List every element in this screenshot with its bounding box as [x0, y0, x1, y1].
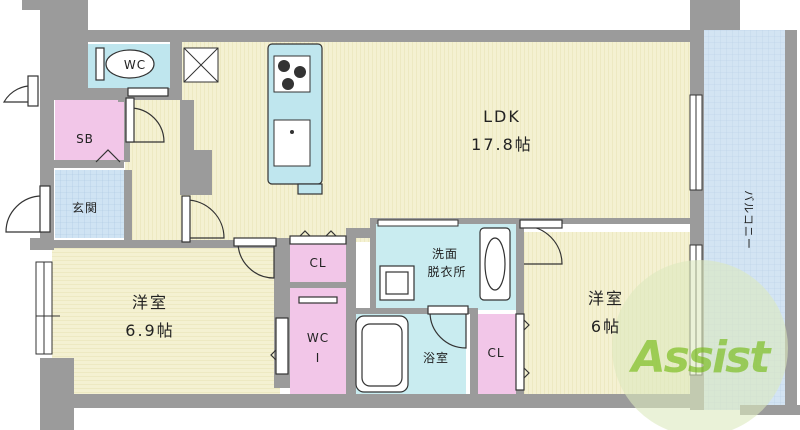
- bathtub-icon: [355, 315, 409, 393]
- bath-label: 浴室: [423, 350, 449, 365]
- cl-right-floor: [478, 314, 516, 396]
- western-room-2-label: 洋室: [588, 289, 624, 308]
- ldk-size: 17.8帖: [471, 135, 533, 154]
- svg-text:Assist: Assist: [629, 332, 773, 383]
- ldk-floor: [180, 42, 695, 222]
- western-room-1-label: 洋室: [132, 293, 168, 312]
- kitchen-counter: [267, 43, 323, 195]
- toilet-top-icon: [95, 47, 155, 81]
- wc-mid-sub: I: [316, 351, 321, 365]
- western-room-2-size: 6帖: [591, 317, 621, 336]
- washroom-shelf-icon: [377, 219, 459, 227]
- cl-top-floor: [290, 244, 346, 282]
- entrance-floor: [55, 170, 125, 238]
- western-room-1-floor: [52, 248, 280, 394]
- washroom-label-1: 洗面: [432, 247, 458, 261]
- sb-label: SB: [76, 132, 94, 146]
- wc-top-label: WC: [124, 58, 146, 72]
- washroom-label-2: 脱衣所: [427, 264, 466, 279]
- wc-mid-label: WC: [307, 331, 329, 345]
- wc-mid-floor: [290, 288, 346, 396]
- entrance-label: 玄関: [72, 200, 98, 215]
- toilet-mid-icon: [298, 296, 338, 304]
- cl-top-label: CL: [309, 256, 326, 270]
- hall-floor: [125, 100, 185, 240]
- washbasin-icon: [479, 227, 511, 301]
- doors: [2, 75, 563, 391]
- assist-logo-watermark: Assist: [612, 260, 788, 430]
- western-room-1-size: 6.9帖: [125, 321, 174, 340]
- washing-machine-icon: [379, 265, 415, 301]
- balcony-label: バルコニー: [742, 190, 755, 250]
- fridge-space-icon: [183, 47, 219, 83]
- cl-right-label: CL: [487, 346, 504, 360]
- sb-floor: [55, 100, 125, 162]
- ldk-label: LDK: [483, 107, 521, 126]
